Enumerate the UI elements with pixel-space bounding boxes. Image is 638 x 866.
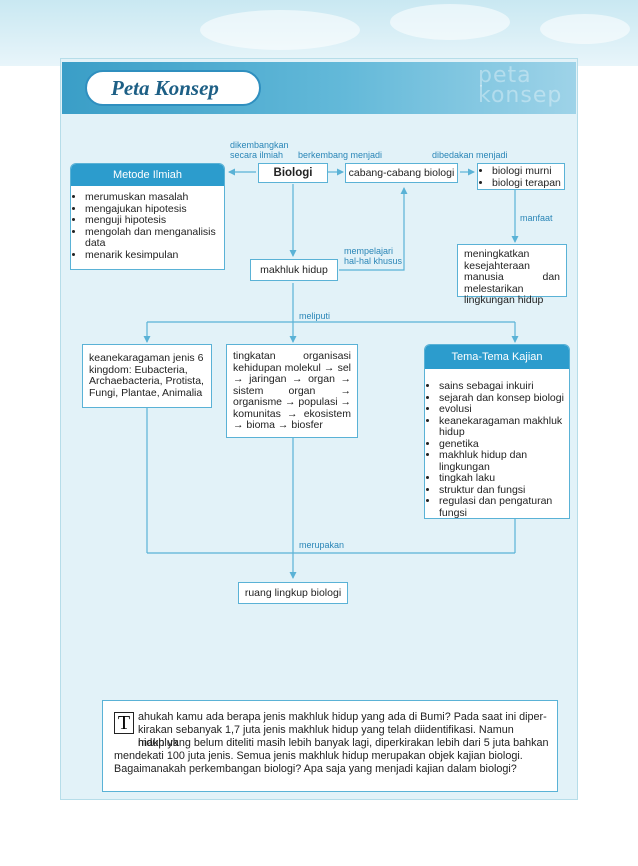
watermark-line-2: konsep: [478, 83, 563, 108]
list-item: sains sebagai inkuiri: [439, 380, 569, 393]
list-item: merumuskan masalah: [85, 191, 224, 204]
ruang-lingkup-node: ruang lingkup biologi: [238, 582, 348, 604]
intro-line-2: kirakan sebanyak 1,7 juta jenis makhluk …: [138, 724, 514, 749]
list-item: mengolah dan menganalisis data: [85, 226, 224, 250]
makhluk-hidup-node: makhluk hidup: [250, 259, 338, 281]
list-item: evolusi: [439, 403, 569, 416]
list-item: genetika: [439, 438, 569, 451]
list-item: makhluk hidup dan lingkungan: [439, 449, 569, 473]
list-item: mengajukan hipotesis: [85, 203, 224, 216]
drop-cap: T: [114, 712, 134, 734]
list-item: menarik kesimpulan: [85, 249, 224, 262]
list-item: regulasi dan pengaturan fungsi: [439, 495, 569, 519]
label-meliputi: meliputi: [299, 311, 331, 321]
watermark-line-1: peta: [478, 63, 532, 88]
intro-line-1: ahukah kamu ada berapa jenis makhluk hid…: [138, 711, 547, 723]
header-banner: [0, 0, 638, 66]
intro-line-3: hidup yang belum diteliti masih lebih ba…: [138, 737, 549, 749]
tema-kajian-header: Tema-Tema Kajian: [425, 345, 569, 369]
intro-line-5: Bagaimanakah perkembangan biologi? Apa s…: [114, 763, 517, 775]
list-item: tingkah laku: [439, 472, 569, 485]
label-berkembang: berkembang menjadi: [298, 150, 383, 160]
label-dikembangkan-line-1: dikembangkan: [230, 140, 289, 150]
biologi-node: Biologi: [258, 163, 328, 183]
label-dibedakan: dibedakan menjadi: [432, 150, 508, 160]
label-merupakan: merupakan: [299, 540, 345, 550]
organisasi-box: tingkatan organisasi kehidupan molekul →…: [226, 344, 358, 438]
jenis-biologi-box: biologi murni biologi terapan: [477, 163, 565, 190]
label-manfaat: manfaat: [520, 213, 553, 223]
list-item: keanekaragaman makhluk hidup: [439, 415, 569, 439]
title-watermark: peta konsep: [478, 63, 563, 108]
metode-ilmiah-list: merumuskan masalah mengajukan hipotesis …: [71, 186, 224, 261]
metode-ilmiah-header: Metode Ilmiah: [71, 164, 224, 186]
intro-line-4: mendekati 100 juta jenis. Semua jenis ma…: [114, 750, 523, 762]
cabang-biologi-node: cabang-cabang biologi: [345, 163, 458, 183]
label-mempelajari-line-1: mempelajari: [344, 246, 394, 256]
list-item: sejarah dan konsep biologi: [439, 392, 569, 405]
list-item: menguji hipotesis: [85, 214, 224, 227]
tema-kajian-box: Tema-Tema Kajian sains sebagai inkuiri s…: [424, 344, 570, 519]
label-dikembangkan: dikembangkan secara ilmiah: [230, 140, 289, 160]
list-item: biologi murni: [492, 165, 564, 178]
label-mempelajari-line-2: hal-hal khusus: [344, 256, 403, 266]
jenis-biologi-list: biologi murni biologi terapan: [478, 165, 564, 190]
metode-ilmiah-box: Metode Ilmiah merumuskan masalah mengaju…: [70, 163, 225, 270]
list-item: struktur dan fungsi: [439, 484, 569, 497]
manfaat-box: meningkatkan kesejahteraan manusia dan m…: [457, 244, 567, 306]
intro-box: [102, 700, 558, 792]
kingdom-box: keanekaragaman jenis 6 kingdom: Eubacter…: [82, 344, 212, 408]
label-mempelajari: mempelajari hal-hal khusus: [344, 246, 402, 266]
page-title: Peta Konsep: [85, 70, 261, 106]
tema-kajian-list: sains sebagai inkuiri sejarah dan konsep…: [425, 369, 569, 519]
label-dikembangkan-line-2: secara ilmiah: [230, 150, 284, 160]
arrow-mempelajari: [339, 187, 408, 271]
list-item: biologi terapan: [492, 177, 564, 190]
